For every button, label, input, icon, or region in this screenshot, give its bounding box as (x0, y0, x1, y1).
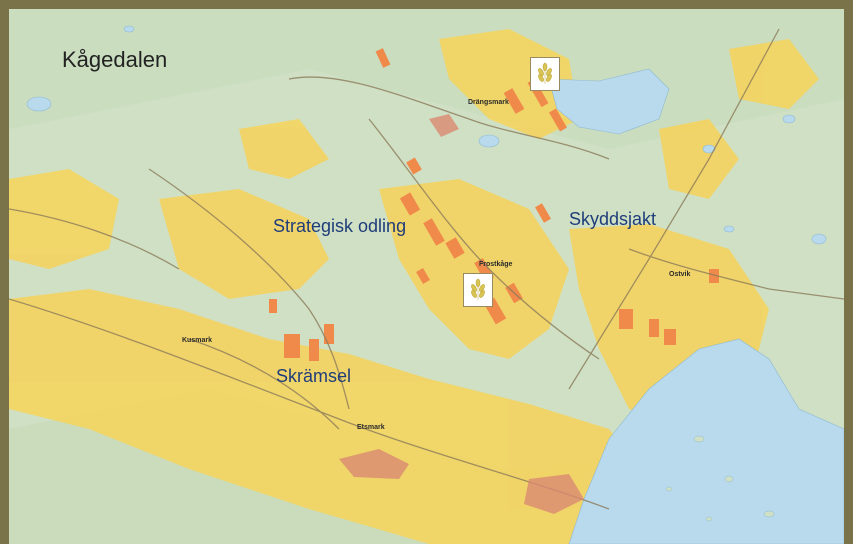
grain-marker-frostkage[interactable] (463, 273, 493, 307)
grain-marker-drangsmark[interactable] (530, 57, 560, 91)
roads (9, 28, 844, 510)
label-skyddsjakt: Skyddsjakt (569, 209, 657, 229)
place-label-etsmark: Etsmark (357, 424, 385, 431)
place-label-kusmark: Kusmark (182, 337, 212, 344)
place-label-ostvik: Ostvik (669, 271, 691, 278)
water-bodies (26, 25, 844, 544)
town-areas (339, 114, 584, 514)
grain-icon (471, 278, 485, 300)
map-graphics (9, 9, 844, 544)
grain-icon (538, 62, 552, 84)
label-strategisk-odling: Strategisk odling (273, 216, 407, 236)
place-label-drangsmark: Drängsmark (468, 99, 509, 106)
place-label-frostkage: Frostkåge (479, 261, 513, 268)
map-canvas[interactable]: Drängsmark Frostkåge Ostvik Kusmark Etsm… (9, 9, 844, 544)
map-title: Kågedalen (62, 47, 168, 72)
label-skramsel: Skrämsel (276, 366, 352, 386)
